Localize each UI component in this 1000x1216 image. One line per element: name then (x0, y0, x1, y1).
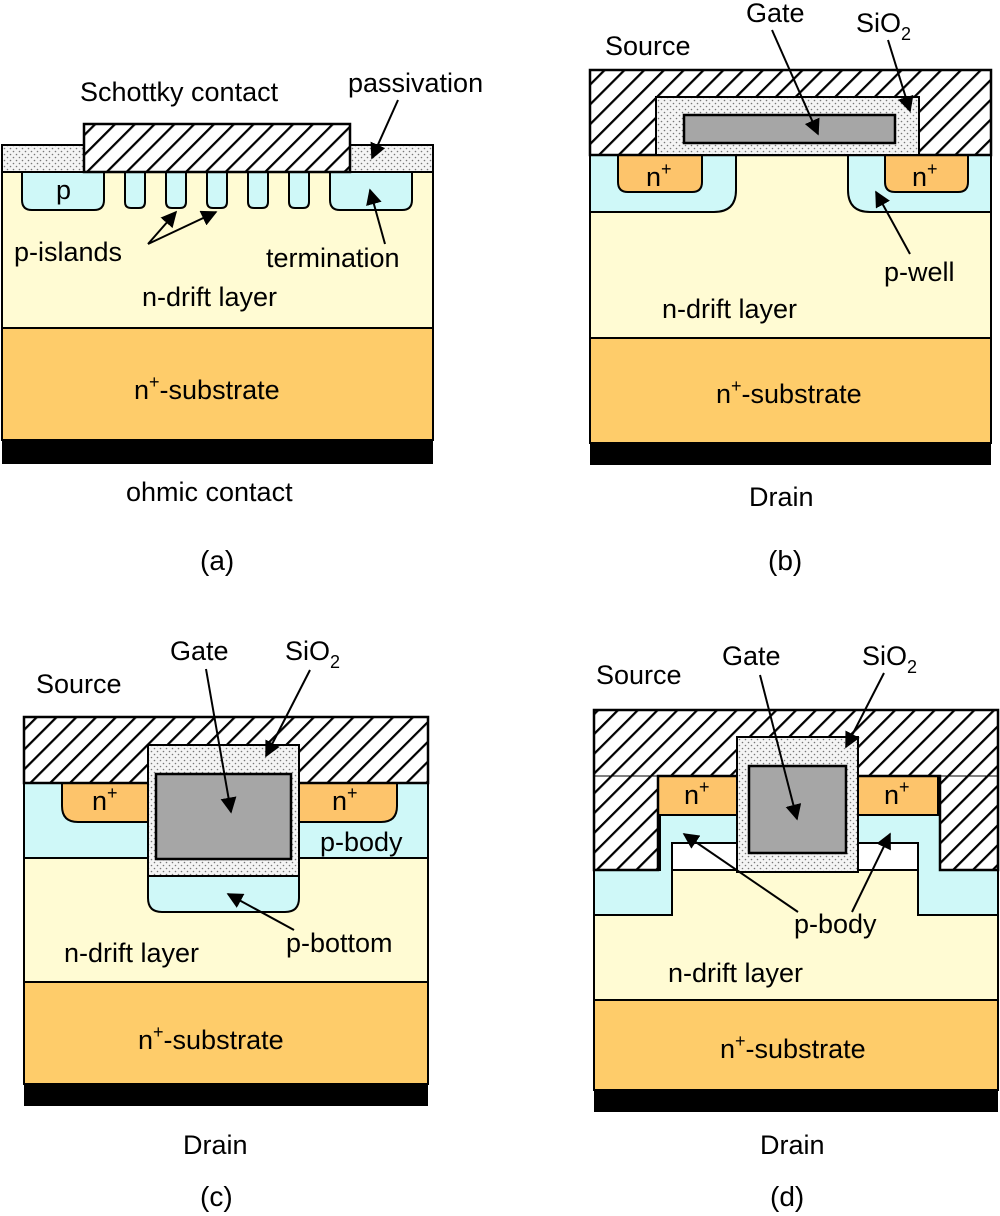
a-passivation-label: passivation (348, 68, 483, 98)
b-pwell-label: p-well (884, 257, 955, 287)
a-schottky-metal (82, 122, 352, 174)
panel-d-double-trench-mosfet: Source Gate SiO2 n+ n+ p-body n-drift la… (592, 641, 1000, 1212)
a-passivation-left (1, 144, 85, 173)
b-caption: (b) (768, 545, 802, 576)
b-substrate (589, 337, 992, 444)
d-nplus-right-label: n+ (884, 777, 910, 810)
b-drift-label: n-drift layer (662, 294, 797, 324)
b-oxide-label: SiO2 (856, 8, 911, 44)
c-nplus-right (298, 782, 398, 823)
c-oxide-label: SiO2 (285, 636, 340, 672)
b-nplus-left (617, 154, 703, 193)
c-drift-label: n-drift layer (64, 938, 199, 968)
d-source-label: Source (596, 660, 682, 690)
a-p-islands (124, 171, 310, 209)
b-source-label: Source (605, 31, 691, 61)
d-drain-label: Drain (760, 1130, 825, 1160)
d-gate-label: Gate (722, 641, 781, 671)
a-substrate-label: n+-substrate (134, 372, 280, 405)
d-nplus-left-label: n+ (684, 777, 710, 810)
c-nplus-right-label: n+ (332, 783, 358, 816)
c-nplus-left (61, 782, 149, 823)
c-gate-label: Gate (170, 636, 229, 666)
a-p-islands-label: p-islands (14, 237, 122, 267)
a-caption: (a) (200, 545, 234, 576)
c-source-label: Source (36, 669, 122, 699)
c-drain-label: Drain (183, 1130, 248, 1160)
d-pbody-label: p-body (794, 909, 877, 939)
c-substrate-label: n+-substrate (138, 1022, 284, 1055)
a-ohmic-contact (2, 440, 433, 464)
c-pbottom-label: p-bottom (286, 928, 393, 958)
b-nplus-right-label: n+ (912, 159, 938, 192)
panel-c-trench-mosfet-pbottom: Source Gate SiO2 n+ n+ p-body p-bottom n… (22, 636, 430, 1212)
b-nplus-right (884, 154, 969, 193)
b-gate-label: Gate (746, 0, 805, 28)
a-schottky-label: Schottky contact (80, 77, 279, 107)
d-caption: (d) (770, 1181, 804, 1212)
d-oxide-label: SiO2 (862, 641, 917, 677)
c-nplus-left-label: n+ (92, 783, 118, 816)
panel-b-planar-mosfet: Source Gate SiO2 n+ n+ p-well n-drift la… (588, 0, 993, 576)
panel-a-schottky-diode: Schottky contact passivation p p-islands… (1, 68, 483, 576)
b-gate (682, 113, 897, 145)
a-ohmic-label: ohmic contact (126, 477, 293, 507)
b-nplus-left-label: n+ (646, 159, 672, 192)
a-p-region (21, 171, 105, 211)
b-drain-label: Drain (749, 482, 814, 512)
c-caption: (c) (200, 1181, 233, 1212)
a-termination-label: termination (266, 243, 400, 273)
c-substrate (23, 981, 429, 1085)
c-drain-contact (24, 1084, 428, 1106)
a-drift-label: n-drift layer (142, 282, 277, 312)
d-drift-label: n-drift layer (668, 958, 803, 988)
d-gate (747, 764, 848, 855)
b-substrate-label: n+-substrate (716, 376, 862, 409)
a-passivation-right (349, 144, 434, 173)
d-drain-contact (594, 1090, 998, 1112)
c-gate (154, 772, 293, 861)
b-drain-contact (590, 443, 991, 465)
a-substrate (1, 327, 434, 441)
c-pbottom (147, 875, 300, 913)
c-pbody-label: p-body (320, 827, 403, 857)
a-p-label: p (56, 175, 71, 205)
d-substrate-label: n+-substrate (720, 1031, 866, 1064)
